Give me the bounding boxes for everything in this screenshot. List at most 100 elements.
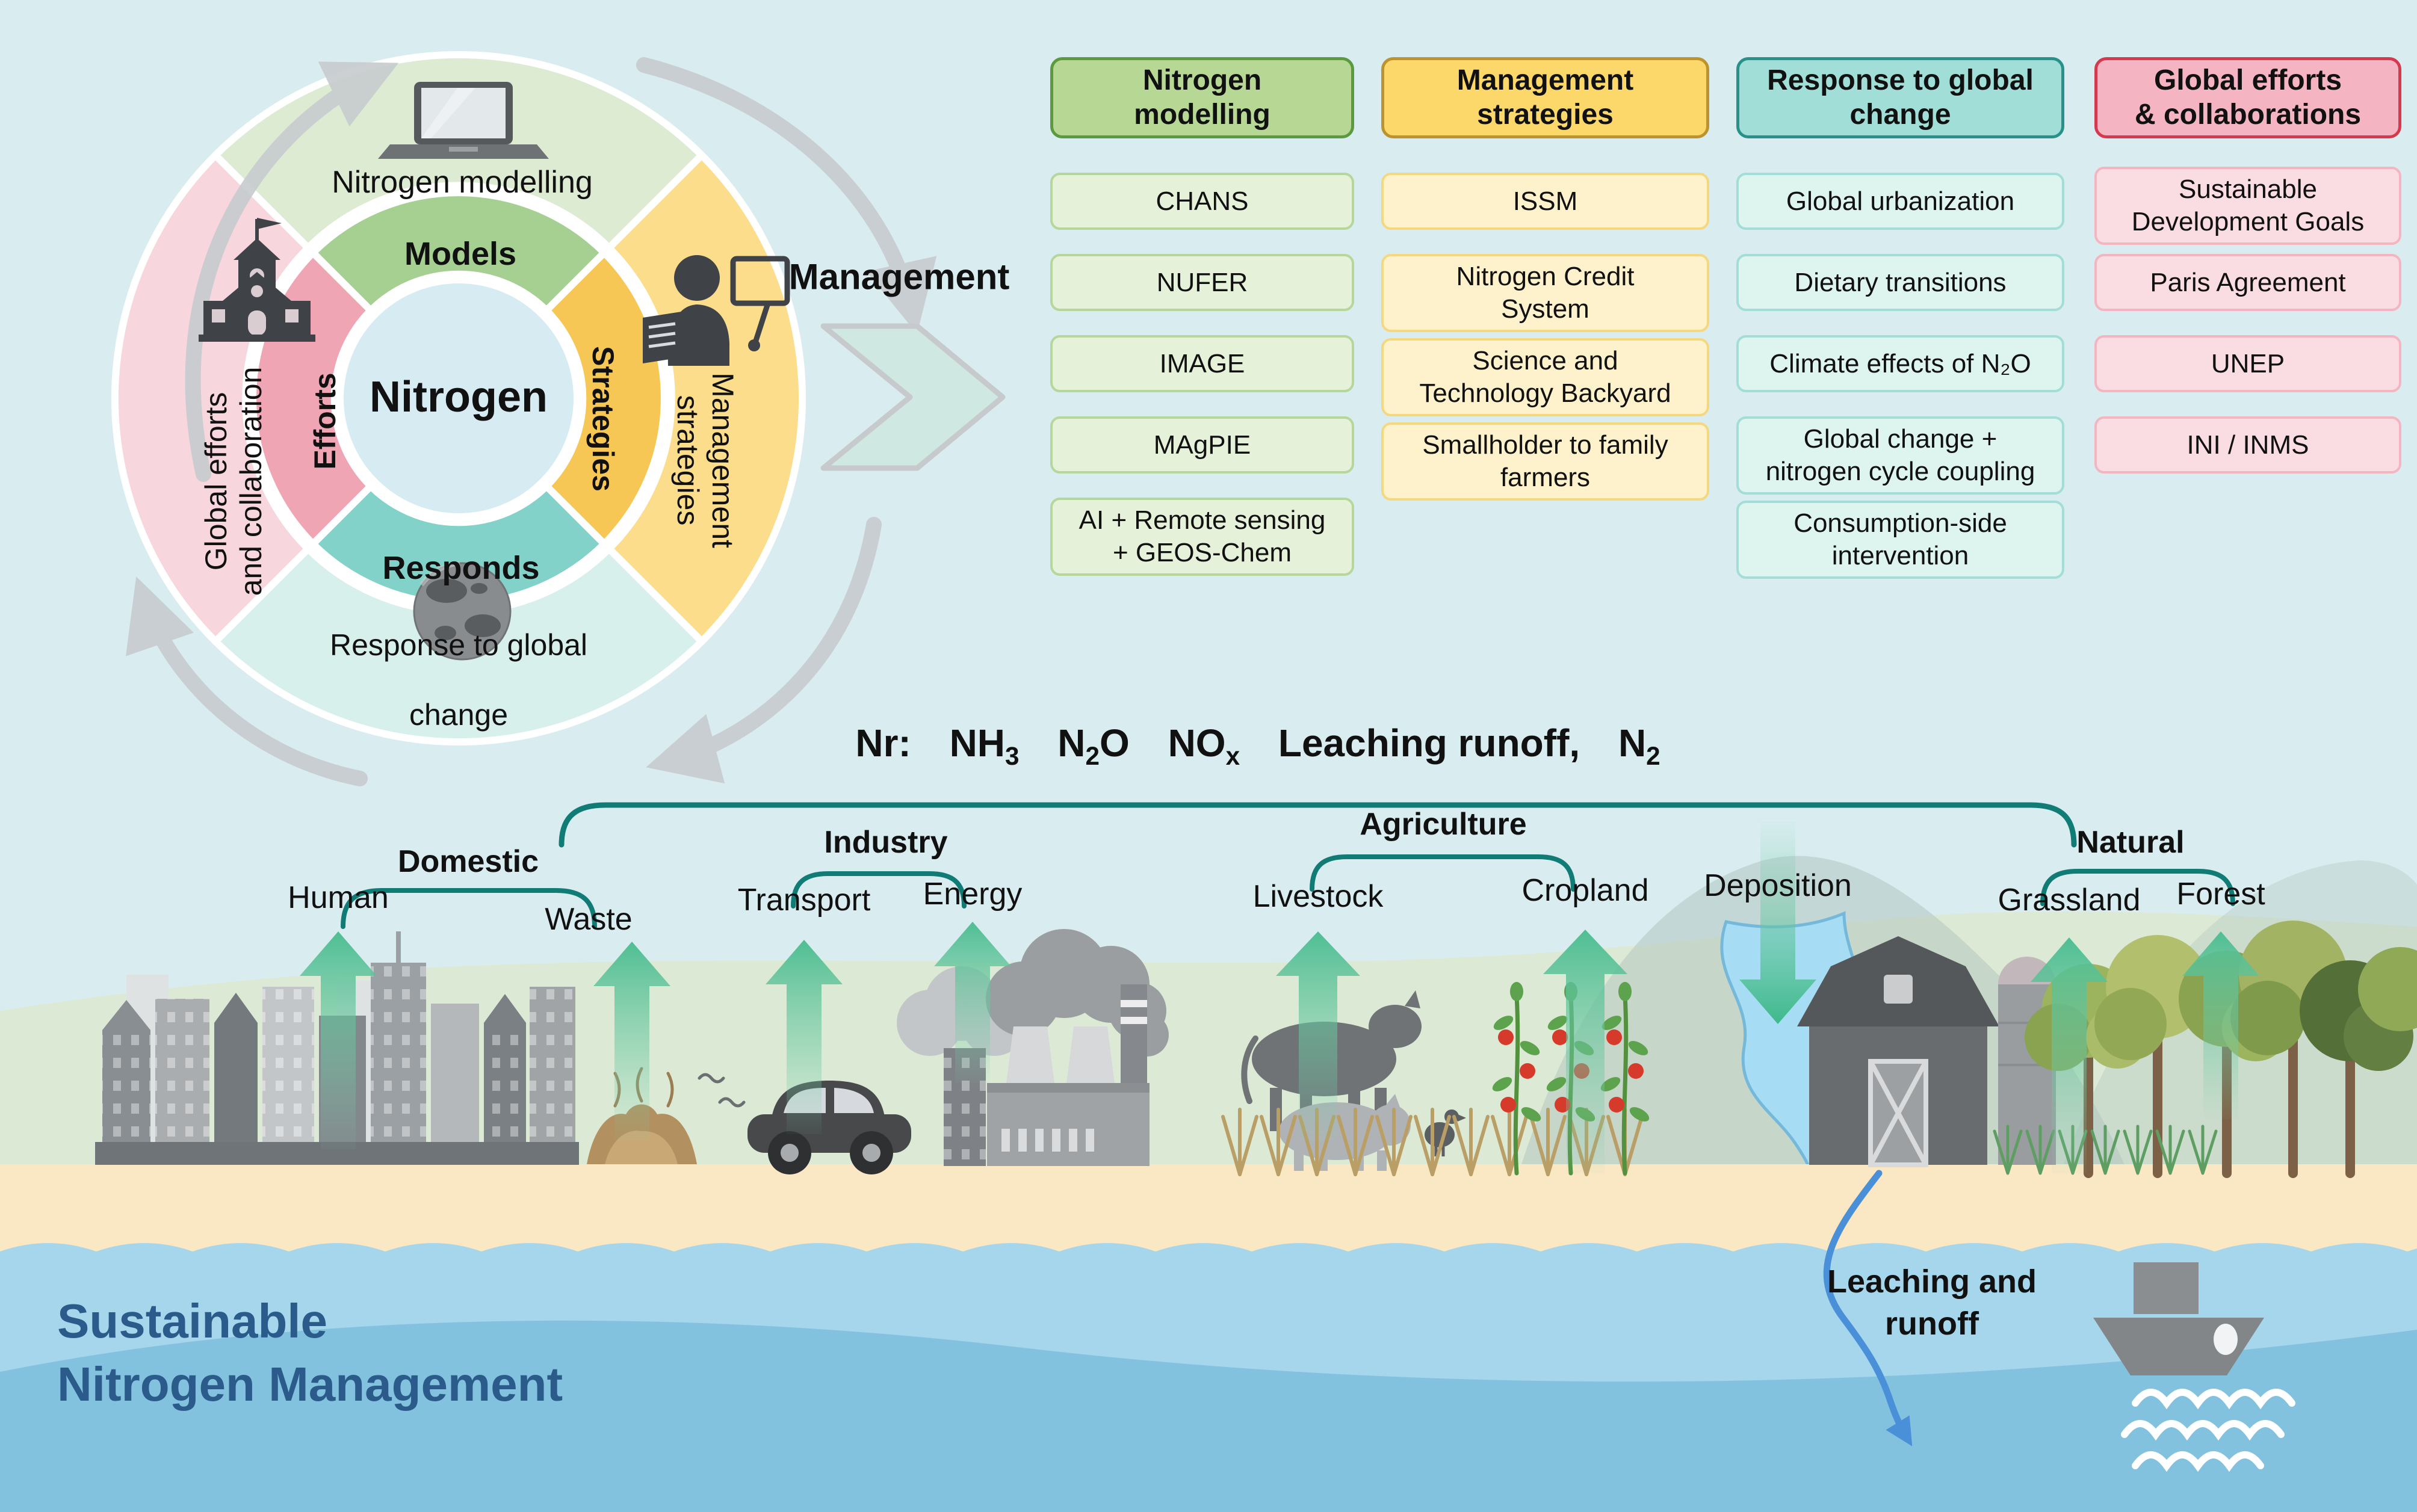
effort-item-paris: Paris Agreement — [2094, 254, 2401, 311]
source-label-livestock: Livestock — [1252, 879, 1384, 914]
group-label-agriculture: Agriculture — [1360, 807, 1527, 842]
cycle-arrow-bottom-right — [646, 517, 882, 784]
effort-item-unep: UNEP — [2094, 335, 2401, 392]
source-label-human: Human — [288, 880, 389, 915]
response-item-cycle-coupling: Global change + nitrogen cycle coupling — [1736, 416, 2064, 495]
model-item-nufer: NUFER — [1050, 254, 1354, 311]
inner-segment-models — [309, 189, 608, 314]
deposition-label: Deposition — [1704, 868, 1852, 903]
source-label-waste: Waste — [545, 902, 633, 937]
response-item-climate-n2o: Climate effects of N₂O — [1736, 335, 2064, 392]
page-title-line2: Nitrogen Management — [57, 1357, 563, 1411]
grass-illustration — [1993, 1125, 2218, 1175]
cycle-arrow-bottom-left — [126, 576, 368, 786]
landscape — [0, 856, 2417, 1512]
cycle-label-nitrogen-modelling: Nitrogen modelling — [332, 165, 593, 200]
birds-icon — [698, 1073, 746, 1108]
cycle-label-management-strategies-line1: Management — [706, 372, 740, 548]
model-item-magpie: MAgPIE — [1050, 416, 1354, 474]
cycle-label-strategies: Strategies — [586, 346, 620, 492]
strategy-item-smallholder: Smallholder to family farmers — [1381, 422, 1709, 501]
strategy-item-nitrogen-credit: Nitrogen Credit System — [1381, 254, 1709, 332]
source-label-transport: Transport — [737, 883, 871, 918]
agriculture-bracket — [1310, 854, 1576, 892]
cycle-label-global-efforts-line1: Global efforts — [199, 392, 233, 571]
wheat-illustration — [1221, 1108, 1644, 1176]
strategy-item-issm: ISSM — [1381, 173, 1709, 230]
emission-arrows — [300, 822, 2259, 1173]
column-header-global-efforts: Global efforts & collaborations — [2094, 57, 2401, 138]
beach-sand — [0, 1164, 2417, 1254]
model-item-image: IMAGE — [1050, 335, 1354, 392]
cycle-label-models: Models — [404, 236, 517, 272]
laptop-icon — [378, 82, 549, 159]
cycle-label-response: Response to global change — [330, 593, 587, 767]
formula-nox: NOx — [1168, 721, 1240, 770]
nr-bracket — [559, 802, 2077, 848]
source-label-cropland: Cropland — [1521, 873, 1649, 908]
leaching-label-line2: runoff — [1885, 1306, 1979, 1342]
group-label-natural: Natural — [2076, 825, 2185, 860]
cycle-label-global-efforts-line2: and collaboration — [234, 366, 268, 596]
deposition-arrow — [1739, 822, 1816, 1024]
column-header-management-strategies: Management strategies — [1381, 57, 1709, 138]
city-illustration — [95, 931, 579, 1165]
cycle-label-management-strategies: Management strategies — [670, 372, 740, 548]
effort-item-ini-inms: INI / INMS — [2094, 416, 2401, 474]
emission-arrow-cropland — [1543, 930, 1627, 1173]
cycle-label-management-strategies-line2: strategies — [671, 395, 705, 526]
sea-deep — [0, 1320, 2417, 1512]
group-label-domestic: Domestic — [397, 844, 539, 879]
formula-prefix: Nr: — [855, 721, 911, 765]
management-chevron — [820, 323, 1006, 471]
model-item-chans: CHANS — [1050, 173, 1354, 230]
source-label-grassland: Grassland — [1998, 883, 2141, 918]
management-flow-label: Management — [788, 256, 1010, 297]
response-item-urbanization: Global urbanization — [1736, 173, 2064, 230]
source-label-forest: Forest — [2176, 877, 2265, 912]
waves-icon — [2121, 1389, 2295, 1472]
formula-n2o: N2O — [1057, 721, 1130, 770]
page-title-line1: Sustainable — [57, 1294, 328, 1348]
cycle-arrow-top-left — [185, 61, 399, 482]
cycle-label-global-efforts: Global efforts and collaboration — [199, 367, 268, 596]
model-item-ai-remote-sensing: AI + Remote sensing + GEOS-Chem — [1050, 498, 1354, 576]
effort-item-sdg: Sustainable Development Goals — [2094, 167, 2401, 245]
response-item-consumption: Consumption-side intervention — [1736, 501, 2064, 579]
cycle-label-efforts: Efforts — [308, 372, 342, 470]
emission-arrow-grassland — [2031, 937, 2108, 1173]
domestic-bracket — [341, 888, 597, 929]
source-label-energy: Energy — [923, 877, 1023, 912]
cycle-label-responds: Responds — [382, 550, 540, 586]
group-label-industry: Industry — [824, 825, 948, 860]
emission-arrow-energy — [934, 922, 1011, 1083]
emission-arrow-waste — [593, 942, 670, 1140]
natural-bracket — [2040, 869, 2235, 906]
cycle-rotation-arrows — [126, 57, 937, 786]
strategy-item-science-backyard: Science and Technology Backyard — [1381, 338, 1709, 416]
emission-arrow-transport — [766, 940, 843, 1134]
emission-arrow-livestock — [1276, 931, 1360, 1143]
column-header-response-global-change: Response to global change — [1736, 57, 2064, 138]
emission-arrow-human — [300, 931, 377, 1149]
runoff-arrow — [1823, 1170, 1913, 1446]
leaching-label-line1: Leaching and — [1827, 1264, 2037, 1300]
cycle-label-response-line1: Response to global — [329, 628, 588, 662]
cycle-arrow-top-right — [636, 57, 937, 335]
formula-leaching-runoff: Leaching runoff, — [1278, 721, 1580, 765]
cycle-center-circle — [336, 276, 581, 520]
barn-icon — [1797, 936, 1999, 1167]
formula-nh3: NH3 — [949, 721, 1020, 770]
response-item-dietary: Dietary transitions — [1736, 254, 2064, 311]
emission-arrow-forest — [2182, 931, 2259, 1119]
presenter-icon — [643, 255, 790, 366]
cycle-label-response-line2: change — [409, 698, 509, 732]
reactive-nitrogen-formula: Nr: NH3 N2O NOx Leaching runoff, N2 — [819, 721, 1697, 771]
industry-bracket — [791, 871, 967, 909]
inner-segment-responds — [309, 483, 608, 608]
boat-icon — [2093, 1262, 2264, 1375]
globe-icon — [413, 561, 512, 661]
school-icon — [199, 218, 315, 342]
